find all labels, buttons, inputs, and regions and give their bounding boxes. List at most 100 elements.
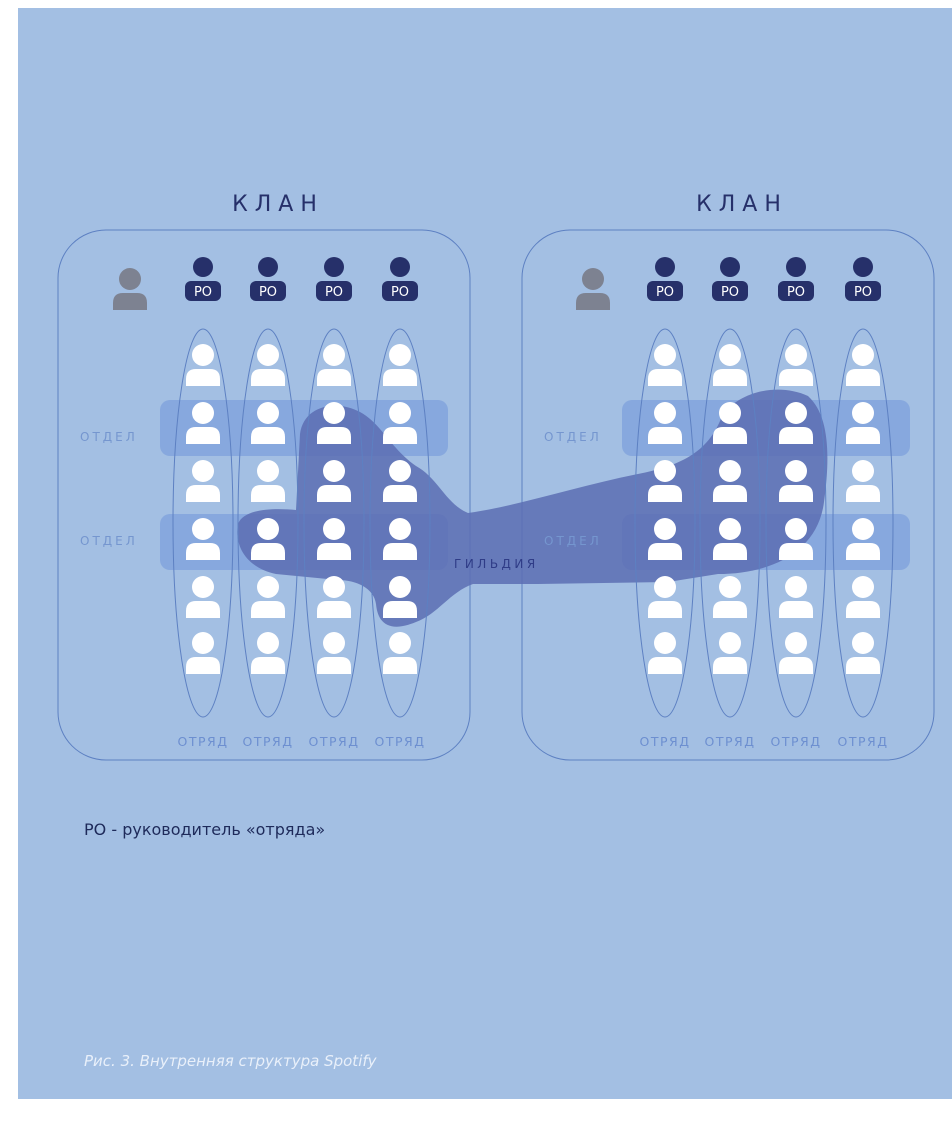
squad-member [251, 460, 285, 502]
squad-member [648, 576, 682, 618]
person-body [317, 427, 351, 444]
person-head [719, 460, 741, 482]
person-head [389, 344, 411, 366]
squad-ellipse [369, 328, 431, 718]
person-body [648, 657, 682, 674]
squad-label: ОТРЯД [705, 734, 756, 749]
person-body [846, 369, 880, 386]
person-body [713, 485, 747, 502]
squad-member [648, 344, 682, 386]
person-body [251, 485, 285, 502]
person-head [192, 518, 214, 540]
person-body [113, 293, 147, 310]
person-head [389, 460, 411, 482]
person-head [719, 632, 741, 654]
squad-ellipse [765, 328, 827, 718]
guild-area [237, 389, 828, 627]
person-head [257, 576, 279, 598]
squad-member [251, 344, 285, 386]
clan-title-right: КЛАН [696, 192, 788, 217]
person-body [186, 369, 220, 386]
po-head [853, 257, 873, 277]
person-head [654, 576, 676, 598]
squad-member [186, 576, 220, 618]
po-badge-label: PO [721, 285, 739, 300]
person-body [779, 657, 813, 674]
person-body [779, 601, 813, 618]
squad-member [713, 518, 747, 560]
product-owner: PO [185, 257, 221, 301]
person-head [785, 632, 807, 654]
squad-ellipse [634, 328, 696, 718]
po-badge-label: PO [787, 285, 805, 300]
person-body [383, 543, 417, 560]
person-body [317, 601, 351, 618]
person-head [323, 402, 345, 424]
squad-member [186, 632, 220, 674]
squad-member [317, 518, 351, 560]
person-body [317, 543, 351, 560]
product-owner: PO [250, 257, 286, 301]
squad-member [846, 460, 880, 502]
squad-member [383, 576, 417, 618]
person-body [251, 657, 285, 674]
po-head [258, 257, 278, 277]
person-head [389, 576, 411, 598]
po-badge-label: PO [325, 285, 343, 300]
person-body [317, 369, 351, 386]
person-head [323, 576, 345, 598]
person-body [713, 601, 747, 618]
person-head [785, 518, 807, 540]
po-badge [778, 281, 814, 301]
person-body [186, 601, 220, 618]
person-head [852, 632, 874, 654]
po-badge [712, 281, 748, 301]
squad-member [846, 344, 880, 386]
squad-label: ОТРЯД [309, 734, 360, 749]
po-head [193, 257, 213, 277]
person-body [846, 657, 880, 674]
person-body [713, 657, 747, 674]
person-body [846, 485, 880, 502]
person-head [257, 344, 279, 366]
clan-frame-left [57, 229, 471, 761]
squad-member [713, 402, 747, 444]
person-body [383, 369, 417, 386]
department-label: ОТДЕЛ [544, 430, 602, 444]
person-head [719, 518, 741, 540]
squad-member [317, 576, 351, 618]
person-head [852, 576, 874, 598]
squad-label: ОТРЯД [178, 734, 229, 749]
person-body [251, 427, 285, 444]
person-body [251, 369, 285, 386]
squad-member [779, 344, 813, 386]
po-badge [647, 281, 683, 301]
po-head [655, 257, 675, 277]
product-owner: PO [845, 257, 881, 301]
clan-title-left: КЛАН [232, 192, 324, 217]
squad-member [779, 576, 813, 618]
person-body [846, 601, 880, 618]
person-head [785, 460, 807, 482]
po-badge [250, 281, 286, 301]
person-head [719, 576, 741, 598]
person-head [582, 268, 604, 290]
squad-member [317, 402, 351, 444]
squad-member [779, 402, 813, 444]
squad-label: ОТРЯД [640, 734, 691, 749]
person-head [654, 518, 676, 540]
person-body [846, 427, 880, 444]
squad-ellipse [237, 328, 299, 718]
person-body [383, 657, 417, 674]
squad-member [317, 460, 351, 502]
person-head [785, 402, 807, 424]
po-badge-label: PO [656, 285, 674, 300]
product-owner: PO [647, 257, 683, 301]
person-body [779, 543, 813, 560]
person-head [257, 402, 279, 424]
squad-member [846, 402, 880, 444]
squad-member [383, 460, 417, 502]
squad-member [713, 344, 747, 386]
squad-member [779, 518, 813, 560]
po-badge-label: PO [194, 285, 212, 300]
